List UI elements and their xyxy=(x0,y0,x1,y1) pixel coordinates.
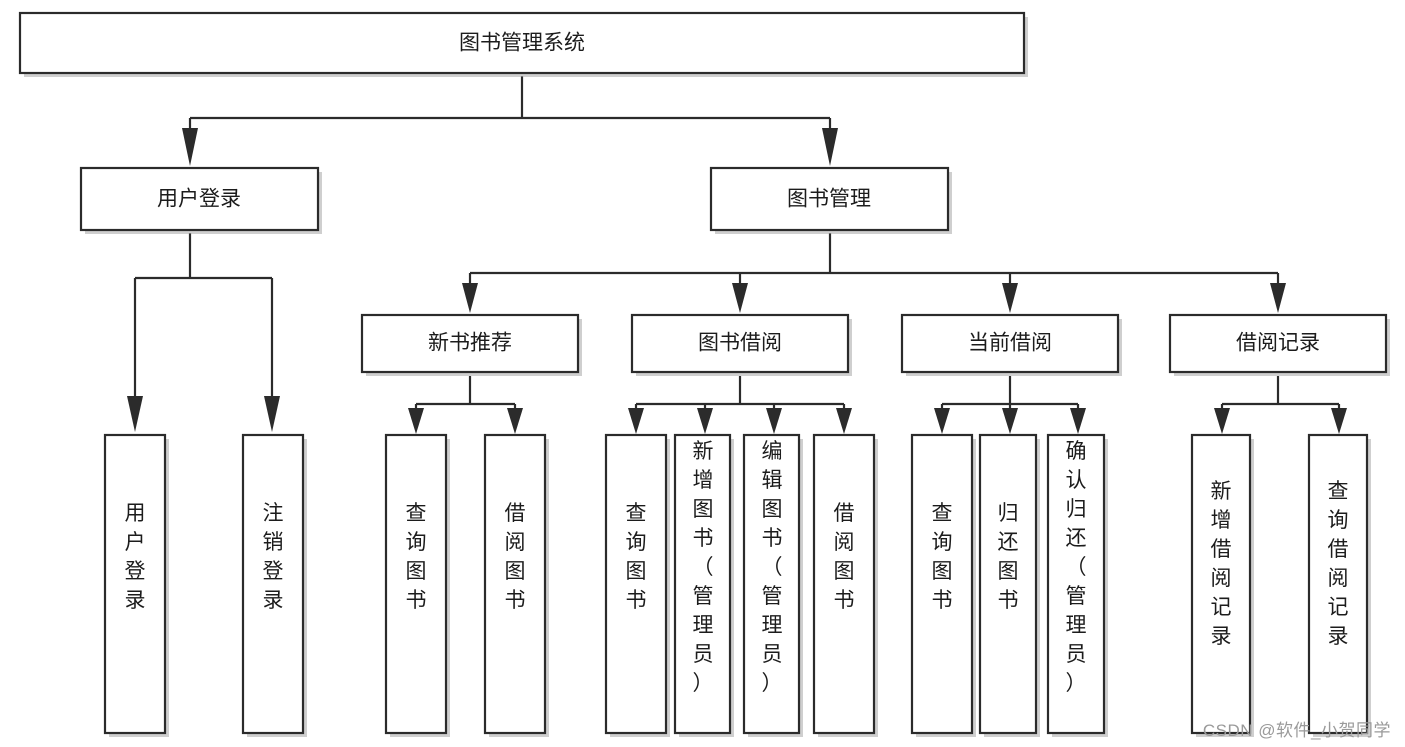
leaf-node[interactable]: 确认归还（管理员） xyxy=(1046,433,1108,737)
leaf-node[interactable]: 查询图书 xyxy=(604,433,670,737)
node-current-borrow-label: 当前借阅 xyxy=(968,332,1052,355)
node-current-borrow-box[interactable] xyxy=(900,313,1120,374)
arrow-to-nb-leaf-2 xyxy=(507,408,523,434)
leaf-node[interactable]: 查询图书 xyxy=(910,433,976,737)
node-new-book-label: 新书推荐 xyxy=(428,332,512,355)
leaf-node[interactable]: 注销登录 xyxy=(241,433,307,737)
node-current-borrow[interactable]: 当前借阅 xyxy=(900,313,1122,376)
leaf-label: 查询图书 xyxy=(626,502,647,612)
leaf-box-user-login[interactable] xyxy=(103,433,167,735)
leaf-box-br-1[interactable] xyxy=(1190,433,1252,735)
leaf-label: 确认归还（管理员） xyxy=(1066,440,1087,695)
node-book-borrow[interactable]: 图书借阅 xyxy=(630,313,852,376)
leaf-box-nb-2[interactable] xyxy=(483,433,547,735)
leaf-node[interactable]: 新增借阅记录 xyxy=(1190,433,1254,737)
leaf-node[interactable]: 新增图书（管理员） xyxy=(673,433,734,737)
arrow-to-bb-leaf-4 xyxy=(836,408,852,434)
leaf-node[interactable]: 查询图书 xyxy=(384,433,450,737)
node-borrow-record-label: 借阅记录 xyxy=(1236,332,1320,355)
node-borrow-record-box[interactable] xyxy=(1168,313,1388,374)
arrow-to-book-management xyxy=(822,128,838,166)
leaf-label: 用户登录 xyxy=(125,502,146,612)
node-book-management-box[interactable] xyxy=(709,166,950,232)
arrow-to-borrow-record xyxy=(1270,283,1286,313)
leaf-node[interactable]: 借阅图书 xyxy=(812,433,878,737)
leaf-node[interactable]: 借阅图书 xyxy=(483,433,549,737)
leaf-node[interactable]: 用户登录 xyxy=(103,433,169,737)
leaf-box-cb-1[interactable] xyxy=(910,433,974,735)
arrow-to-nb-leaf-1 xyxy=(408,408,424,434)
arrow-to-current-borrow xyxy=(1002,283,1018,313)
arrow-to-new-book xyxy=(462,283,478,313)
node-root-box[interactable] xyxy=(18,11,1026,75)
arrow-to-leaf-user-login xyxy=(127,396,143,432)
leaf-box-cb-3[interactable] xyxy=(1046,433,1106,735)
leaf-label: 查询借阅记录 xyxy=(1328,480,1349,648)
arrow-to-bb-leaf-2 xyxy=(697,408,713,434)
node-book-management-label: 图书管理 xyxy=(787,188,871,211)
leaf-node[interactable]: 查询借阅记录 xyxy=(1307,433,1371,737)
node-root-label: 图书管理系统 xyxy=(459,32,585,55)
leaf-node[interactable]: 编辑图书（管理员） xyxy=(742,433,803,737)
node-new-book[interactable]: 新书推荐 xyxy=(360,313,582,376)
arrow-to-cb-leaf-1 xyxy=(934,408,950,434)
arrow-to-leaf-logout xyxy=(264,396,280,432)
arrow-to-cb-leaf-2 xyxy=(1002,408,1018,434)
node-book-management[interactable]: 图书管理 xyxy=(709,166,952,234)
leaf-box-logout[interactable] xyxy=(241,433,305,735)
node-book-borrow-box[interactable] xyxy=(630,313,850,374)
leaf-label: 借阅图书 xyxy=(834,502,855,612)
node-user-login-box[interactable] xyxy=(79,166,320,232)
arrow-to-cb-leaf-3 xyxy=(1070,408,1086,434)
leaf-box-bb-3[interactable] xyxy=(742,433,801,735)
arrow-to-br-leaf-2 xyxy=(1331,408,1347,434)
leaf-node[interactable]: 归还图书 xyxy=(978,433,1040,737)
leaf-label: 归还图书 xyxy=(998,502,1019,612)
leaf-label: 查询图书 xyxy=(406,502,427,612)
leaf-box-bb-2[interactable] xyxy=(673,433,732,735)
leaf-label: 注销登录 xyxy=(263,502,284,612)
leaf-label: 编辑图书（管理员） xyxy=(762,440,783,695)
node-user-login-label: 用户登录 xyxy=(157,188,241,211)
node-new-book-box[interactable] xyxy=(360,313,580,374)
leaf-box-bb-4[interactable] xyxy=(812,433,876,735)
arrow-to-bb-leaf-1 xyxy=(628,408,644,434)
node-root[interactable]: 图书管理系统 xyxy=(18,11,1028,77)
node-user-login[interactable]: 用户登录 xyxy=(79,166,322,234)
leaf-box-br-2[interactable] xyxy=(1307,433,1369,735)
arrow-to-user-login xyxy=(182,128,198,166)
leaf-box-nb-1[interactable] xyxy=(384,433,448,735)
connector-group xyxy=(127,76,1347,434)
leaf-label: 新增图书（管理员） xyxy=(693,440,714,695)
arrow-to-book-borrow xyxy=(732,283,748,313)
leaf-label: 借阅图书 xyxy=(505,502,526,612)
leaf-label: 新增借阅记录 xyxy=(1211,480,1232,648)
leaf-label: 查询图书 xyxy=(932,502,953,612)
arrow-to-bb-leaf-3 xyxy=(766,408,782,434)
node-borrow-record[interactable]: 借阅记录 xyxy=(1168,313,1390,376)
leaf-box-cb-2[interactable] xyxy=(978,433,1038,735)
node-book-borrow-label: 图书借阅 xyxy=(698,332,782,355)
arrow-to-br-leaf-1 xyxy=(1214,408,1230,434)
leaf-box-bb-1[interactable] xyxy=(604,433,668,735)
